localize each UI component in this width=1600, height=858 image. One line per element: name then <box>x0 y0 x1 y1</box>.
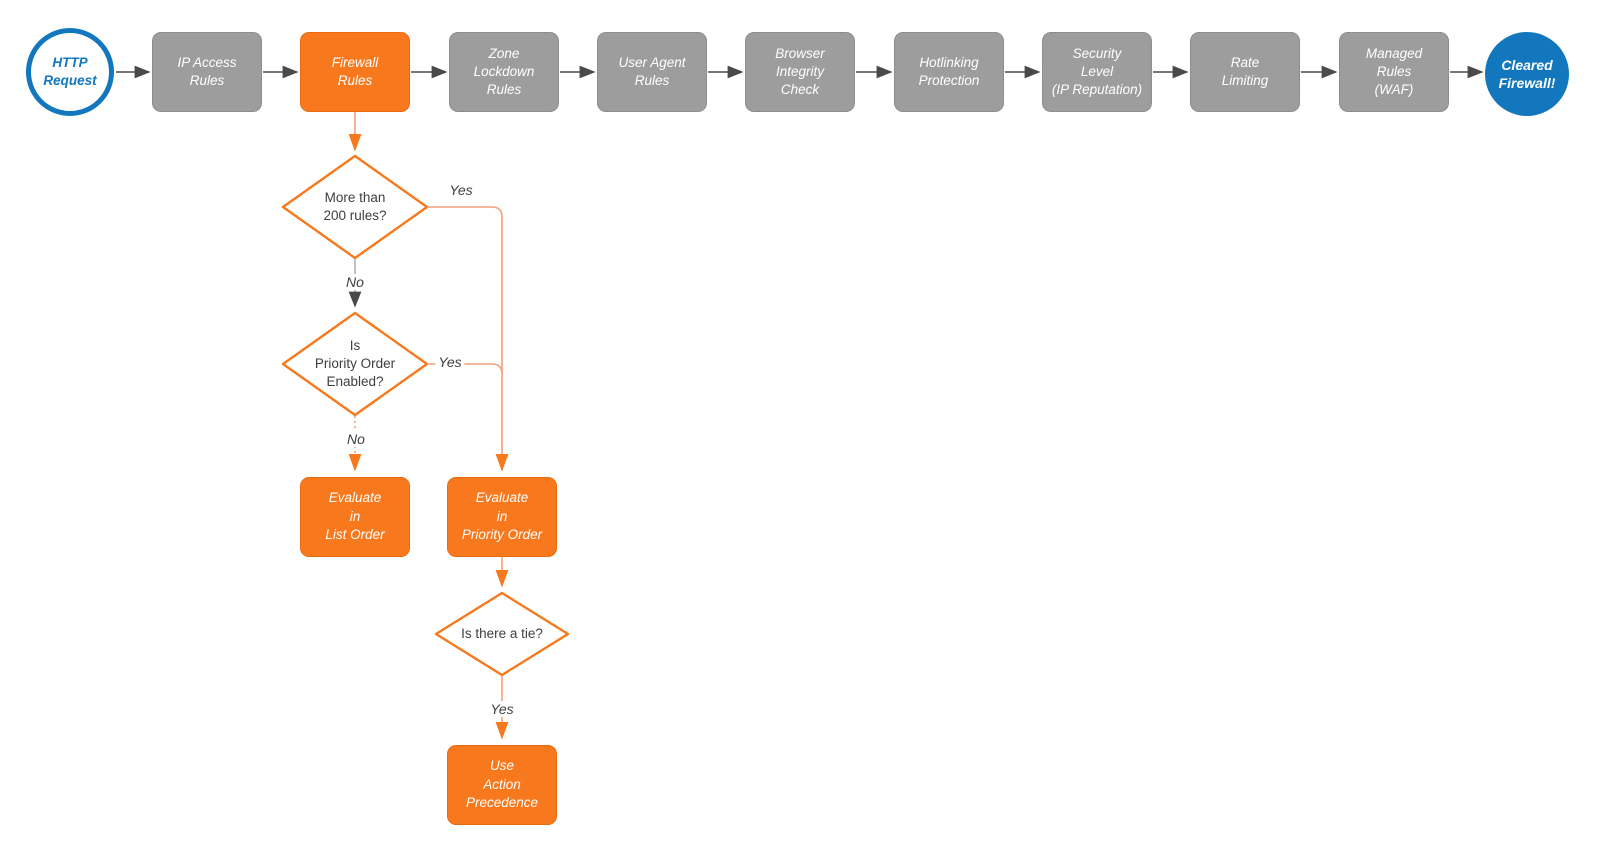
node-firewall-rules: Firewall Rules <box>300 32 410 112</box>
node-ip-access-rules: IP Access Rules <box>152 32 262 112</box>
node-user-agent-rules: User Agent Rules <box>597 32 707 112</box>
node-rate-limiting: Rate Limiting <box>1190 32 1300 112</box>
node-browser-integrity-check: Browser Integrity Check <box>745 32 855 112</box>
node-use-action-precedence: Use Action Precedence <box>447 745 557 825</box>
node-evaluate-in-list-order: Evaluate in List Order <box>300 477 410 557</box>
edge-label-diamond2-no: No <box>344 431 368 447</box>
node-cleared-firewall: Cleared Firewall! <box>1485 32 1569 116</box>
connector-diamond1-yes-to-priority-order <box>427 206 509 472</box>
diamond-is-there-a-tie <box>434 591 570 677</box>
node-hotlinking-protection: Hotlinking Protection <box>894 32 1004 112</box>
diamond-more-than-200-rules <box>281 154 429 260</box>
edge-label-diamond1-yes: Yes <box>449 182 473 198</box>
node-evaluate-in-priority-order: Evaluate in Priority Order <box>447 477 557 557</box>
diamond-priority-order-enabled <box>281 311 429 417</box>
decision-shapes <box>281 154 570 677</box>
node-security-level-ip-reputation: Security Level (IP Reputation) <box>1042 32 1152 112</box>
node-managed-rules-waf: Managed Rules (WAF) <box>1339 32 1449 112</box>
decision-more-than-200-rules-label: More than 200 rules? <box>323 189 387 223</box>
edge-label-diamond2-yes: Yes <box>435 354 465 370</box>
node-http-request: HTTP Request <box>26 28 114 116</box>
decision-is-there-a-tie-label: Is there a tie? <box>461 625 543 641</box>
decision-priority-order-enabled-label: Is Priority Order Enabled? <box>314 337 396 390</box>
edge-label-diamond3-yes: Yes <box>487 701 517 717</box>
edge-label-diamond1-no: No <box>343 274 367 290</box>
node-zone-lockdown-rules: Zone Lockdown Rules <box>449 32 559 112</box>
connector-diamond2-yes-merge <box>427 363 503 375</box>
